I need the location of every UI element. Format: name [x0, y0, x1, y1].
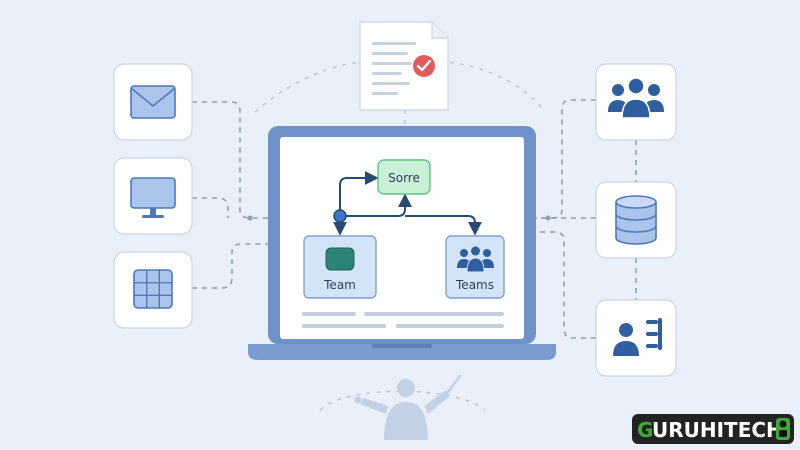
monitor-icon — [130, 177, 176, 218]
grid-tile — [113, 251, 193, 329]
users-tile — [595, 63, 677, 141]
conductor-figure-icon — [354, 374, 462, 440]
grid-icon — [133, 269, 173, 309]
document-check-icon — [359, 21, 449, 111]
mail-icon — [130, 85, 176, 119]
node-teams: Teams — [445, 235, 505, 299]
teal-square-icon — [325, 247, 355, 271]
mail-tile — [113, 63, 193, 141]
laptop-base — [248, 344, 556, 360]
flow-junction — [333, 209, 347, 223]
user-list-tile — [595, 299, 677, 377]
brand-initial: G — [637, 418, 653, 442]
monitor-tile — [113, 157, 193, 235]
flow-connectors — [333, 171, 482, 236]
database-icon — [615, 195, 657, 245]
node-team-label: Team — [323, 278, 356, 292]
node-teams-label: Teams — [455, 278, 494, 292]
node-team: Team — [303, 235, 377, 299]
database-tile — [595, 181, 677, 259]
users-small-icon — [457, 245, 494, 273]
node-sorre-label: Sorre — [388, 171, 420, 185]
user-list-icon — [613, 318, 662, 356]
node-sorre: Sorre — [377, 159, 431, 195]
brand-name: URUHITECH — [652, 418, 783, 442]
left-connectors — [192, 101, 268, 289]
right-connectors — [536, 99, 637, 339]
brand-mascot-icon — [776, 418, 790, 440]
brand-logo: G URUHITECH — [632, 414, 794, 444]
placeholder-lines — [302, 312, 504, 328]
users-icon — [608, 77, 664, 119]
